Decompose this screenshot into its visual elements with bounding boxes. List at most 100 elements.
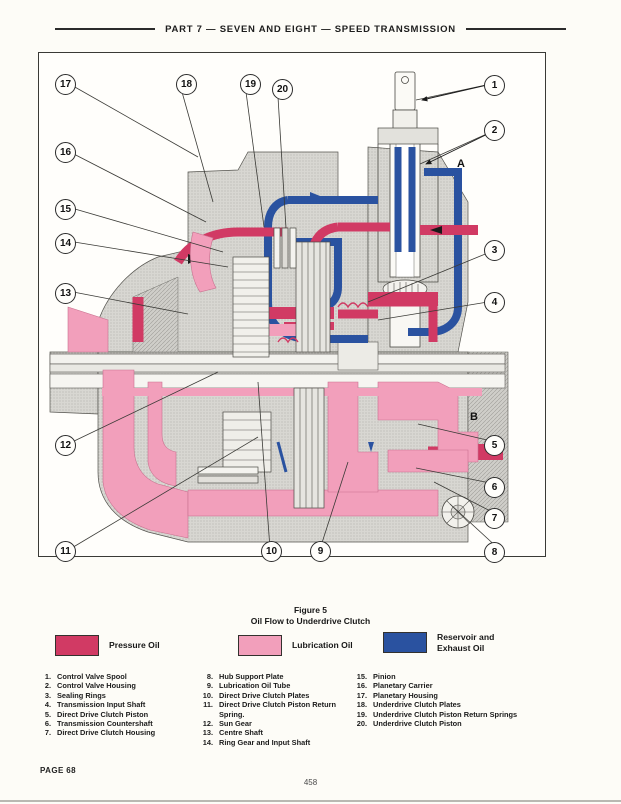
- parts-list: 1. Control Valve Spool 2. Control Valve …: [0, 672, 621, 750]
- callout-9[interactable]: 9: [310, 541, 331, 562]
- part-item: 3. Sealing Rings: [34, 691, 209, 700]
- callout-13[interactable]: 13: [55, 283, 76, 304]
- callout-5[interactable]: 5: [484, 435, 505, 456]
- legend-label-pressure-oil: Pressure Oil: [109, 640, 160, 651]
- legend-label-lubrication-oil: Lubrication Oil: [292, 640, 353, 651]
- figure-caption: Figure 5 Oil Flow to Underdrive Clutch: [0, 605, 621, 627]
- part-number: 7.: [44, 728, 51, 738]
- part-number: 11.: [203, 700, 213, 710]
- part-number: 9.: [206, 681, 213, 691]
- part-number: 18.: [356, 700, 367, 710]
- part-item: 7. Direct Drive Clutch Housing: [34, 728, 209, 737]
- part-item: 10. Direct Drive Clutch Plates: [196, 691, 381, 700]
- part-label: Direct Drive Clutch Plates: [219, 690, 310, 700]
- callout-18[interactable]: 18: [176, 74, 197, 95]
- part-number: 15.: [356, 672, 367, 681]
- part-item: 1. Control Valve Spool: [34, 672, 209, 681]
- arrow-label-a: A: [457, 158, 465, 170]
- part-item: 11. Direct Drive Clutch Piston Return: [196, 700, 381, 709]
- part-item: 12. Sun Gear: [196, 719, 381, 728]
- part-number: 8.: [206, 672, 213, 681]
- callout-14[interactable]: 14: [55, 233, 76, 254]
- part-number: 14.: [202, 737, 213, 747]
- legend-item-pressure-oil: Pressure Oil: [55, 635, 160, 656]
- callout-19[interactable]: 19: [240, 74, 261, 95]
- part-label: Transmission Countershaft: [57, 719, 153, 729]
- part-item: 9. Lubrication Oil Tube: [196, 681, 381, 690]
- part-number: 20.: [356, 719, 367, 729]
- callout-1[interactable]: 1: [484, 75, 505, 96]
- parts-list-column-1: 1. Control Valve Spool 2. Control Valve …: [34, 672, 209, 738]
- part-item: 4. Transmission Input Shaft: [34, 700, 209, 709]
- callout-11[interactable]: 11: [55, 541, 76, 562]
- callout-7[interactable]: 7: [484, 508, 505, 529]
- part-number: 12.: [202, 719, 213, 729]
- part-number: 17.: [356, 690, 367, 700]
- figure-caption-line2: Oil Flow to Underdrive Clutch: [250, 616, 371, 626]
- part-number: 19.: [356, 709, 367, 719]
- part-label: Underdrive Clutch Plates: [373, 700, 461, 710]
- part-label: Direct Drive Clutch Piston Return: [219, 700, 337, 710]
- callout-4[interactable]: 4: [484, 292, 505, 313]
- part-label: Direct Drive Clutch Housing: [57, 728, 156, 738]
- callout-10[interactable]: 10: [261, 541, 282, 562]
- legend: Pressure Oil Lubrication Oil Reservoir a…: [38, 632, 583, 666]
- part-label: Planetary Housing: [373, 690, 438, 700]
- footer-page-label: PAGE 68: [40, 766, 76, 775]
- callout-8[interactable]: 8: [484, 542, 505, 563]
- part-item: 17. Planetary Housing: [350, 691, 590, 700]
- callout-2[interactable]: 2: [484, 120, 505, 141]
- part-number: 16.: [356, 681, 367, 691]
- parts-list-column-2: 8. Hub Support Plate 9. Lubrication Oil …: [196, 672, 381, 747]
- part-label: Underdrive Clutch Piston: [373, 719, 462, 729]
- callout-6[interactable]: 6: [484, 477, 505, 498]
- part-item: 16. Planetary Carrier: [350, 681, 590, 690]
- legend-swatch-pressure-oil: [55, 635, 99, 656]
- parts-list-column-3: 15. Pinion 16. Planetary Carrier 17. Pla…: [350, 672, 590, 728]
- part-number: 2.: [44, 681, 51, 691]
- part-number: 13.: [202, 728, 213, 738]
- footer-page-number: 458: [303, 778, 318, 787]
- footer-rule: [0, 800, 621, 802]
- part-number: 10.: [202, 690, 213, 700]
- part-item: 19. Underdrive Clutch Piston Return Spri…: [350, 710, 590, 719]
- legend-item-lubrication-oil: Lubrication Oil: [238, 635, 353, 656]
- callout-16[interactable]: 16: [55, 142, 76, 163]
- callout-20[interactable]: 20: [272, 79, 293, 100]
- part-item: 14. Ring Gear and Input Shaft: [196, 738, 381, 747]
- callout-3[interactable]: 3: [484, 240, 505, 261]
- header-rule-right: [465, 28, 566, 30]
- callout-12[interactable]: 12: [55, 435, 76, 456]
- part-item: 6. Transmission Countershaft: [34, 719, 209, 728]
- part-item: 18. Underdrive Clutch Plates: [350, 700, 590, 709]
- part-item: 15. Pinion: [350, 672, 590, 681]
- part-number: 6.: [44, 719, 51, 729]
- legend-swatch-reservoir-exhaust-oil: [383, 632, 427, 653]
- callout-17[interactable]: 17: [55, 74, 76, 95]
- figure-caption-line1: Figure 5: [293, 605, 328, 615]
- legend-item-reservoir-exhaust-oil: Reservoir and Exhaust Oil: [383, 632, 494, 653]
- part-number: 4.: [44, 700, 51, 710]
- callout-15[interactable]: 15: [55, 199, 76, 220]
- part-label: Lubrication Oil Tube: [219, 681, 291, 691]
- part-label: Pinion: [373, 672, 396, 681]
- legend-swatch-lubrication-oil: [238, 635, 282, 656]
- part-item: 5. Direct Drive Clutch Piston: [34, 710, 209, 719]
- legend-label-reservoir-exhaust-oil: Reservoir and Exhaust Oil: [437, 632, 495, 653]
- part-number: 3.: [44, 690, 51, 700]
- header-rule-left: [55, 28, 156, 30]
- part-label: Hub Support Plate: [219, 672, 284, 681]
- part-label: Centre Shaft: [219, 728, 263, 738]
- part-item: 8. Hub Support Plate: [196, 672, 381, 681]
- part-label: Sun Gear: [219, 719, 252, 729]
- part-label: Control Valve Spool: [57, 672, 127, 681]
- part-label: Planetary Carrier: [373, 681, 433, 691]
- arrow-label-b: B: [470, 411, 478, 423]
- part-label: Transmission Input Shaft: [57, 700, 146, 710]
- part-label: Direct Drive Clutch Piston: [57, 709, 149, 719]
- part-item: 20. Underdrive Clutch Piston: [350, 719, 590, 728]
- part-label: Sealing Rings: [57, 690, 106, 700]
- part-label: Ring Gear and Input Shaft: [219, 737, 311, 747]
- part-label: Underdrive Clutch Piston Return Springs: [373, 709, 518, 719]
